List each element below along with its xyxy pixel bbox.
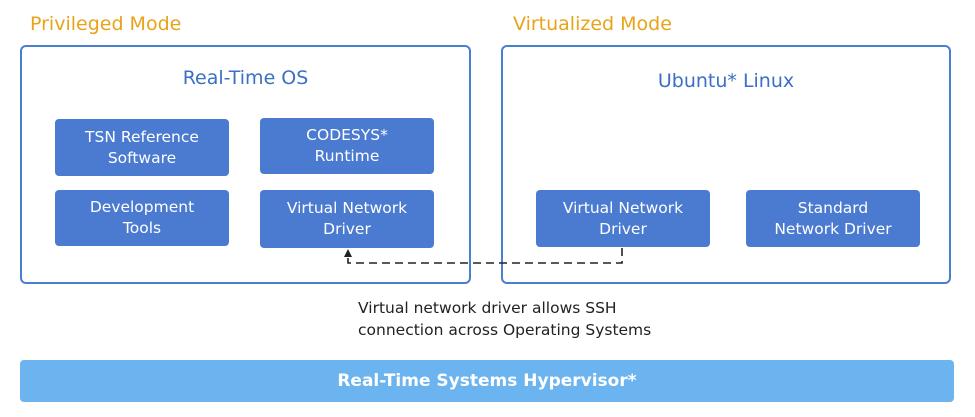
virtualized-mode-label: Virtualized Mode	[513, 13, 672, 35]
dashed-connection-line	[347, 248, 623, 264]
codesys-runtime-box: CODESYS* Runtime	[260, 118, 434, 174]
development-tools-box: Development Tools	[55, 190, 229, 246]
ubuntu-linux-title: Ubuntu* Linux	[657, 70, 795, 92]
real-time-os-title: Real-Time OS	[182, 67, 309, 89]
tsn-reference-software-box: TSN Reference Software	[55, 119, 229, 176]
rtos-virtual-network-driver-box: Virtual Network Driver	[260, 190, 434, 248]
linux-virtual-network-driver-box: Virtual Network Driver	[536, 190, 710, 247]
hypervisor-bar: Real-Time Systems Hypervisor*	[20, 360, 954, 402]
standard-network-driver-box: Standard Network Driver	[746, 190, 920, 247]
connection-caption: Virtual network driver allows SSH connec…	[358, 299, 652, 339]
arrowhead-icon	[344, 249, 352, 257]
privileged-mode-label: Privileged Mode	[30, 13, 182, 35]
